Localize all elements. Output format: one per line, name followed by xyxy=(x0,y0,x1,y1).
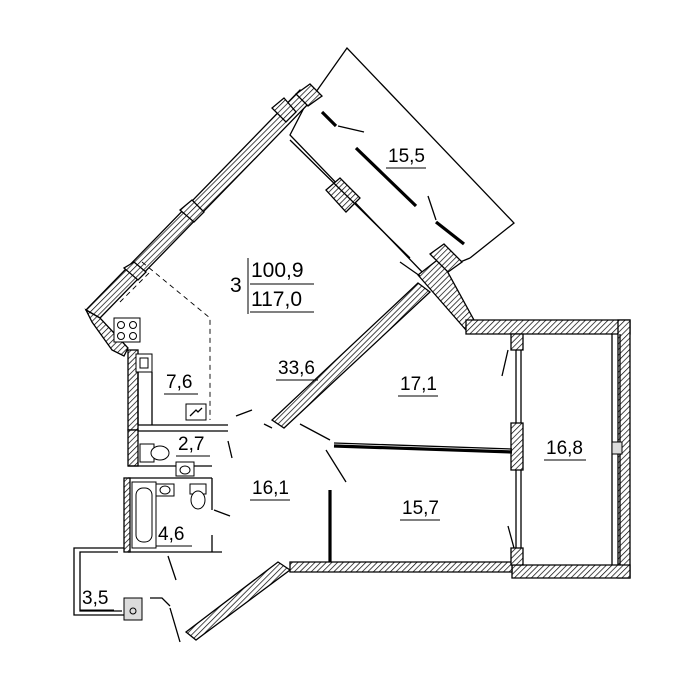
bathroom-fixtures xyxy=(131,443,207,549)
area-living-room: 33,6 xyxy=(278,358,315,379)
exterior-walls xyxy=(84,83,631,641)
kitchen-fixtures xyxy=(113,317,207,425)
living-area: 100,9 xyxy=(251,259,304,282)
area-kitchen: 7,6 xyxy=(166,372,192,393)
room-count: 3 xyxy=(230,274,242,297)
room-labels: 15,5 33,6 7,6 17,1 16,8 2,7 16,1 15,7 4,… xyxy=(80,146,586,611)
area-toilet: 2,7 xyxy=(178,434,204,455)
area-bedroom-2: 15,7 xyxy=(402,498,439,519)
kitchen-zone xyxy=(119,261,211,420)
area-bathroom: 4,6 xyxy=(158,524,184,545)
door-swings xyxy=(167,125,515,643)
balcony-left-outline xyxy=(73,547,171,621)
area-balcony-top: 15,5 xyxy=(388,146,425,167)
apartment-summary: 3 100,9 117,0 xyxy=(230,258,314,314)
balcony-glazing xyxy=(289,110,465,259)
area-hallway: 16,1 xyxy=(252,478,289,499)
area-loggia-right: 16,8 xyxy=(546,438,583,459)
total-area: 117,0 xyxy=(251,288,302,311)
interior-walls xyxy=(123,334,623,565)
area-bedroom-1: 17,1 xyxy=(400,374,437,395)
area-balcony-left: 3,5 xyxy=(82,588,108,609)
